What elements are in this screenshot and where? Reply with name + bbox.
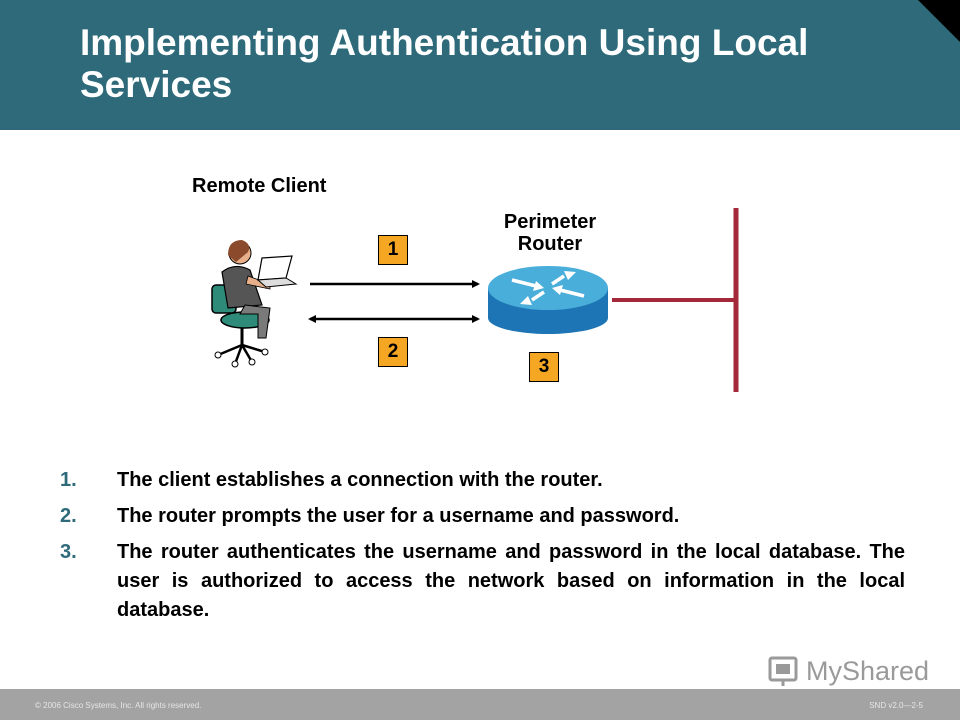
steps-list: 1. The client establishes a connection w… xyxy=(60,466,905,632)
step-item: 3. The router authenticates the username… xyxy=(60,538,905,625)
step-number: 1. xyxy=(60,469,77,491)
remote-client-icon xyxy=(211,240,298,368)
step-number: 3. xyxy=(60,541,77,563)
step-text: The router authenticates the username an… xyxy=(117,541,905,621)
footer-bar xyxy=(0,689,960,720)
router-label-line2: Router xyxy=(517,233,583,255)
router-icon xyxy=(488,266,608,334)
perimeter-router-label: Perimeter Router xyxy=(480,211,620,255)
step-badge-3: 3 xyxy=(529,352,559,382)
step-badge-2: 2 xyxy=(378,337,408,367)
remote-client-label: Remote Client xyxy=(192,175,327,197)
step-badge-1: 1 xyxy=(378,235,408,265)
corner-fold xyxy=(918,0,960,42)
step-item: 1. The client establishes a connection w… xyxy=(60,466,905,495)
copyright-text: © 2006 Cisco Systems, Inc. All rights re… xyxy=(35,701,202,710)
step-number: 2. xyxy=(60,505,77,527)
step-text: The router prompts the user for a userna… xyxy=(117,505,680,527)
title-bar: Implementing Authentication Using Local … xyxy=(0,0,960,130)
router-label-line1: Perimeter xyxy=(503,211,597,233)
course-code: SND v2.0—2-5 xyxy=(869,701,923,710)
slide-title: Implementing Authentication Using Local … xyxy=(80,22,809,105)
step-item: 2. The router prompts the user for a use… xyxy=(60,502,905,531)
watermark-text: MyShared xyxy=(806,656,930,686)
step-text: The client establishes a connection with… xyxy=(117,469,603,491)
watermark-logo-icon xyxy=(768,656,798,686)
